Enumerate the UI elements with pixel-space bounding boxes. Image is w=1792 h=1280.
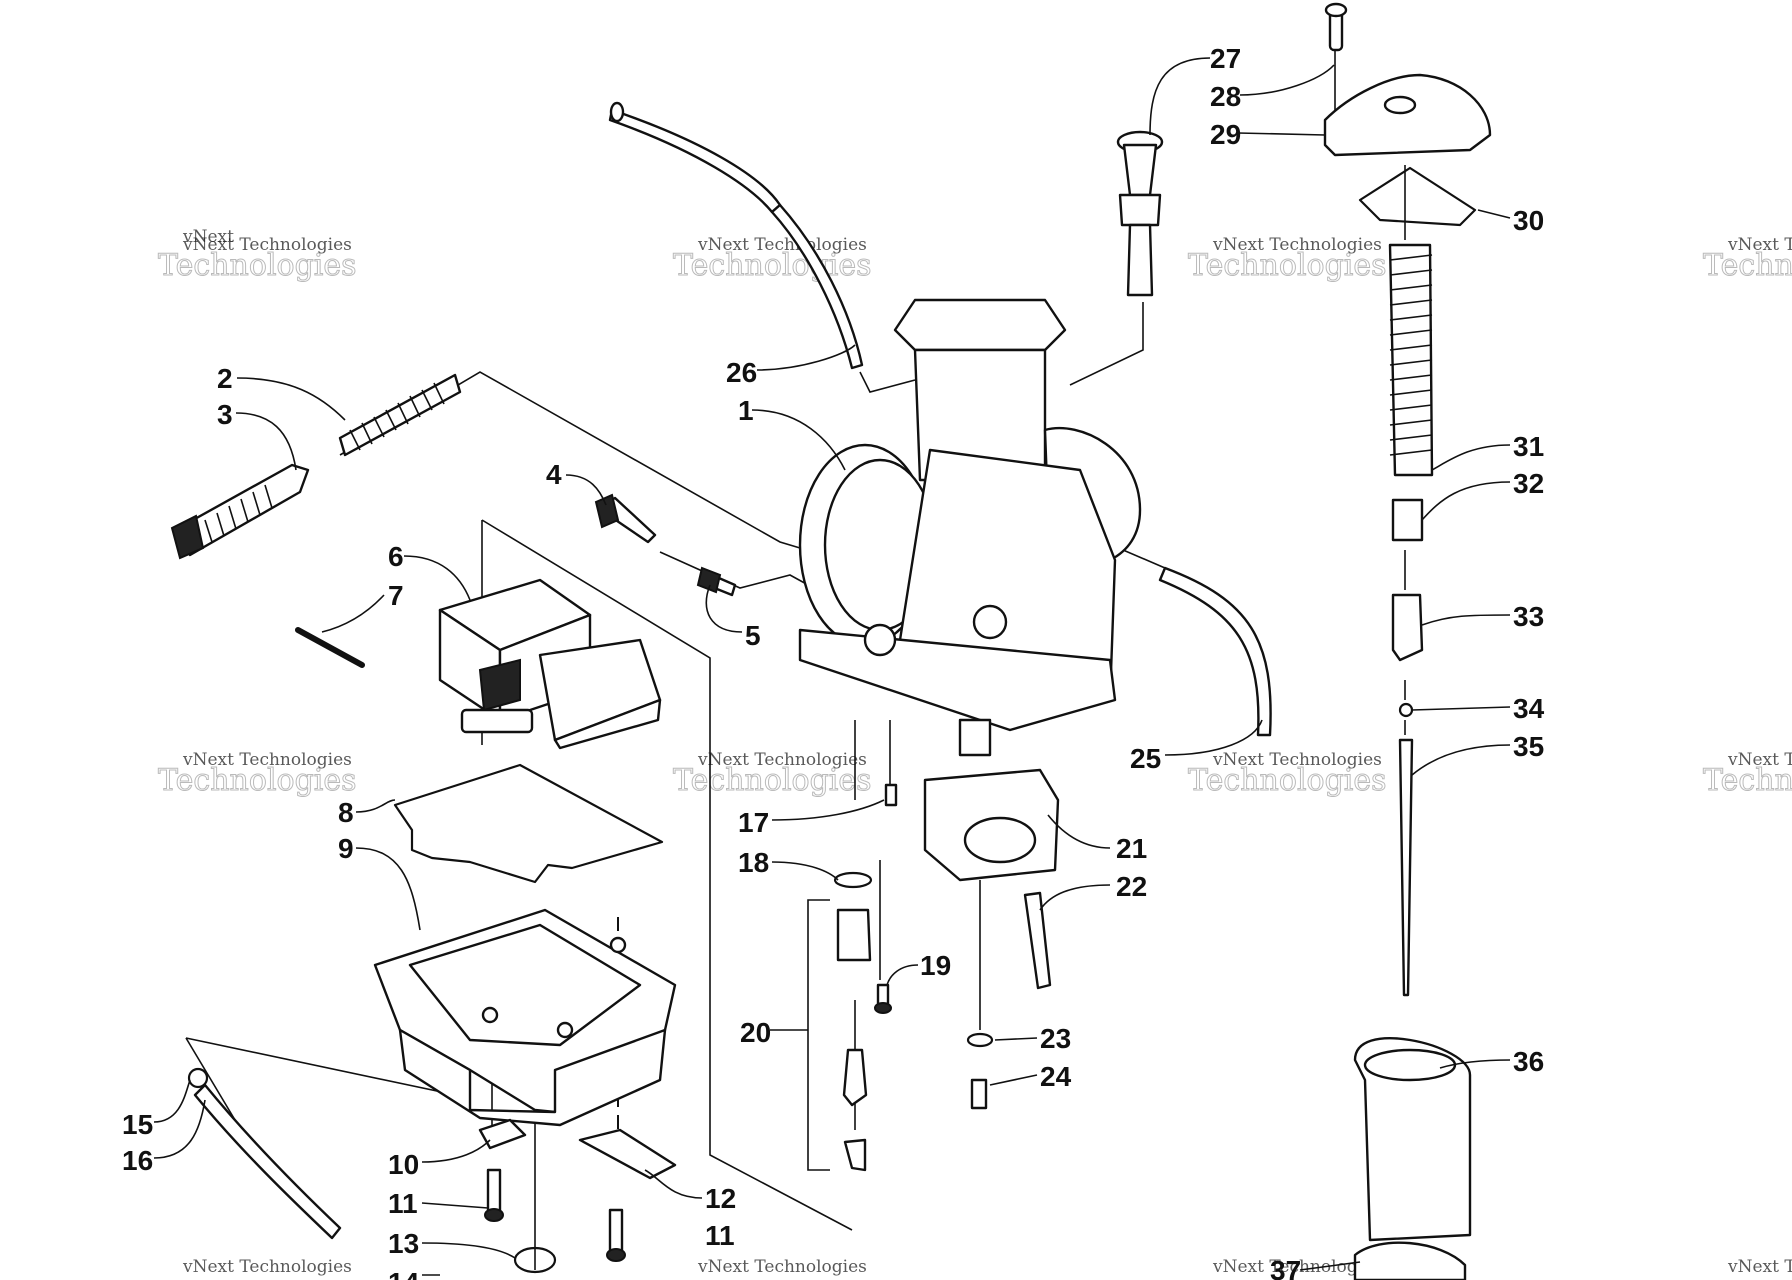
callout-31: 31 — [1513, 431, 1544, 462]
callout-27: 27 — [1210, 43, 1241, 74]
callout-9: 9 — [338, 833, 354, 864]
watermark-text: vNext Technologies — [697, 750, 867, 770]
watermark-text: vNext Technologies — [1212, 750, 1382, 770]
watermark-text: Technologies — [158, 248, 357, 283]
watermark-text: Technologies — [1188, 248, 1387, 283]
callout-4: 4 — [546, 459, 562, 490]
float-bowl-9 — [373, 908, 677, 1127]
callout-1: 1 — [738, 395, 754, 426]
callout-37: 37 — [1270, 1255, 1301, 1280]
callout-32: 32 — [1513, 468, 1544, 499]
callout-14: 14 — [388, 1267, 420, 1280]
drain-hose-15-16 — [187, 1067, 342, 1240]
callout-labels: 1 2 3 4 5 6 7 8 9 10 11 11 12 13 14 15 1… — [122, 43, 1545, 1280]
watermark-text: vNext Technologies — [1727, 235, 1792, 255]
callout-17: 17 — [738, 807, 769, 838]
hose-25 — [1158, 566, 1272, 737]
spring-31 — [1388, 243, 1434, 477]
watermark-text: vNext Technologies — [1727, 1257, 1792, 1277]
callout-7: 7 — [388, 580, 404, 611]
callout-28: 28 — [1210, 81, 1241, 112]
callout-8: 8 — [338, 797, 354, 828]
watermark-text: vNext Technologies — [697, 1257, 867, 1277]
watermark-text: vNext Technologies — [182, 1257, 352, 1277]
watermark-text: vNext Technologies — [182, 750, 352, 770]
gasket-30 — [1358, 166, 1477, 227]
callout-19: 19 — [920, 950, 951, 981]
watermark-text: vNext Technologies — [1212, 1257, 1382, 1277]
watermark-text: Technologies — [158, 763, 357, 798]
needle-clip-parts — [1391, 498, 1424, 718]
watermark-text: Technologies — [1703, 248, 1792, 283]
callout-13: 13 — [388, 1228, 419, 1259]
callout-15: 15 — [122, 1109, 153, 1140]
watermarks: vNext vNext Technologies Technologies vN… — [158, 227, 1792, 1277]
callout-11: 11 — [388, 1188, 418, 1219]
watermark-text: Technologies — [1188, 763, 1387, 798]
callout-24: 24 — [1040, 1061, 1072, 1092]
watermark-text: vNext Technologies — [182, 235, 352, 255]
callout-30: 30 — [1513, 205, 1544, 236]
leader-lines — [153, 57, 1511, 1276]
callout-34: 34 — [1513, 693, 1545, 724]
jet-assembly — [833, 783, 898, 1172]
callout-26: 26 — [726, 357, 757, 388]
callout-16: 16 — [122, 1145, 153, 1176]
callout-20: 20 — [740, 1017, 771, 1048]
starter-plunger-27 — [1116, 130, 1164, 297]
callout-36: 36 — [1513, 1046, 1544, 1077]
watermark-text: vNext Technologies — [697, 235, 867, 255]
throttle-stop-parts — [923, 768, 1060, 1110]
idle-screw-4-5 — [594, 493, 737, 597]
bowl-hardware — [478, 1118, 677, 1274]
callout-12: 12 — [705, 1183, 736, 1214]
top-cap-28-29 — [1323, 2, 1492, 157]
callout-21: 21 — [1116, 833, 1147, 864]
float-bowl-gasket-8 — [393, 763, 664, 884]
float-assembly — [295, 578, 662, 750]
watermark-text: vNext Technologies — [1212, 235, 1382, 255]
callout-10: 10 — [388, 1149, 419, 1180]
watermark-text: Technologies — [1703, 763, 1792, 798]
jet-needle-35 — [1398, 738, 1414, 997]
watermark-text: Technologies — [673, 248, 872, 283]
callout-11: 11 — [705, 1220, 735, 1251]
callout-22: 22 — [1116, 871, 1147, 902]
callout-33: 33 — [1513, 601, 1544, 632]
assembly-lines — [185, 30, 1406, 1270]
callout-35: 35 — [1513, 731, 1544, 762]
vent-tube-26 — [608, 101, 864, 370]
callout-6: 6 — [388, 541, 404, 572]
throttle-slide-36 — [1353, 1037, 1472, 1280]
callout-25: 25 — [1130, 743, 1161, 774]
watermark-text: vNext Technologies — [1727, 750, 1792, 770]
carburetor-body-1 — [798, 298, 1142, 757]
watermark-text: Technologies — [673, 763, 872, 798]
callout-23: 23 — [1040, 1023, 1071, 1054]
callout-5: 5 — [745, 620, 761, 651]
callout-29: 29 — [1210, 119, 1241, 150]
callout-3: 3 — [217, 399, 233, 430]
watermark-text: vNext — [182, 227, 234, 247]
pilot-screw-assembly — [170, 373, 462, 560]
callout-2: 2 — [217, 363, 233, 394]
callout-18: 18 — [738, 847, 769, 878]
